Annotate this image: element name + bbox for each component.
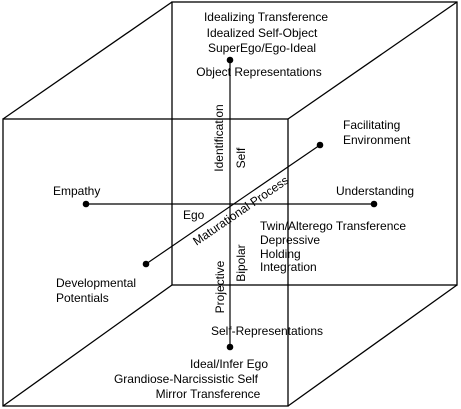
empathy-label: Empathy	[53, 184, 100, 198]
bottom-label-mirror-transference: Mirror Transference	[156, 387, 261, 401]
understanding-label: Understanding	[336, 184, 414, 198]
diagonal-axis	[145, 144, 321, 265]
twin-alterego-label: Twin/Alterego Transference	[260, 219, 406, 233]
top-label-superego: SuperEgo/Ego-Ideal	[208, 41, 316, 55]
holding-label: Holding	[260, 247, 301, 261]
bipolar-label: Bipolar	[234, 244, 248, 281]
cube-edge-bottom-right	[287, 284, 458, 407]
vertical-top-point	[226, 56, 234, 64]
depressive-label: Depressive	[260, 233, 320, 247]
cube-back-face	[171, 1, 458, 286]
identification-label: Identification	[212, 104, 226, 171]
cube-edge-top-left	[2, 1, 173, 120]
understanding-point	[370, 200, 378, 208]
top-label-idealized-self-object: Idealized Self-Object	[207, 26, 318, 40]
bottom-label-ideal-infer-ego: Ideal/Infer Ego	[190, 357, 268, 371]
bottom-label-grandiose-self: Grandiose-Narcissistic Self	[114, 372, 259, 386]
developmental-point	[142, 260, 150, 268]
object-representations-label: Object Representations	[196, 65, 321, 79]
cube-edge-top-right	[287, 1, 458, 120]
empathy-point	[82, 200, 90, 208]
integration-label: Integration	[260, 260, 317, 274]
vertical-bottom-point	[226, 343, 234, 351]
facilitating-label: Facilitating	[343, 118, 400, 132]
cube-front-face	[2, 118, 289, 407]
self-representations-label: Self-Representations	[211, 324, 323, 338]
potentials-label: Potentials	[56, 291, 109, 305]
cube-edge-bottom-left	[2, 284, 173, 407]
top-label-idealizing-transference: Idealizing Transference	[204, 10, 328, 24]
developmental-label: Developmental	[56, 276, 136, 290]
projective-label: Projective	[213, 260, 227, 313]
environment-label: Environment	[343, 133, 411, 147]
self-label: Self	[234, 147, 248, 168]
facilitating-point	[316, 141, 324, 149]
ego-label: Ego	[183, 208, 205, 222]
